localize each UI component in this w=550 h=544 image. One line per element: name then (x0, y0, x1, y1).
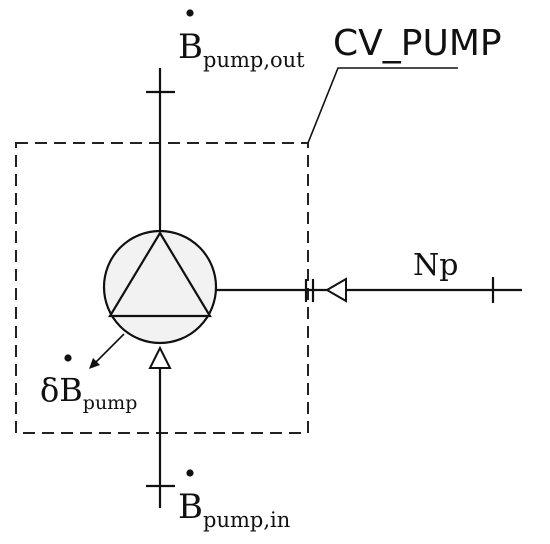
power-arrowhead (325, 277, 347, 303)
inlet-label: Bpump,in (178, 487, 290, 532)
pump-triangle-icon (108, 230, 212, 318)
destruction-arrowhead (89, 358, 100, 369)
destruction-symbol: B (59, 371, 83, 409)
inlet-arrowhead (148, 345, 172, 369)
destruction-arrow-line (94, 333, 125, 364)
destruction-label: δBpump (40, 371, 137, 414)
outlet-subscript: pump,out (203, 48, 305, 72)
destruction-subscript: pump (83, 392, 138, 414)
power-label: Np (413, 248, 458, 283)
outlet-label: Bpump,out (178, 27, 305, 72)
destruction-dot-accent (64, 354, 72, 362)
outlet-dot-accent (186, 9, 194, 17)
control-volume-boundary (15, 142, 309, 434)
inlet-symbol: B (178, 487, 203, 527)
destruction-prefix: δ (40, 371, 59, 409)
inlet-dot-accent (186, 469, 194, 477)
inlet-subscript: pump,in (203, 508, 290, 532)
cv-pump-label: CV_PUMP (333, 23, 502, 64)
cv-label-leader-line (307, 67, 458, 144)
outlet-symbol: B (178, 27, 203, 67)
